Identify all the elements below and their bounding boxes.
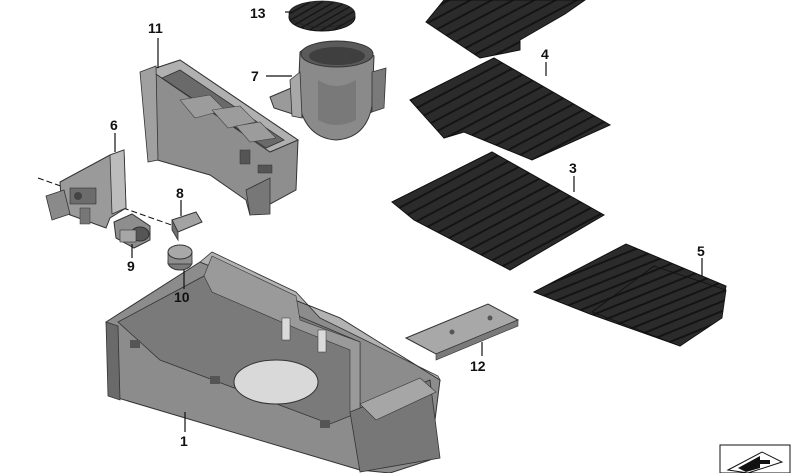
part-3-mat	[391, 151, 606, 271]
label-part-11: 11	[148, 20, 163, 36]
part-9-socket	[113, 213, 151, 249]
label-part-5: 5	[697, 243, 705, 259]
label-part-12: 12	[470, 358, 486, 374]
label-part-4: 4	[541, 46, 549, 62]
part-11-console-tray	[139, 59, 300, 216]
label-part-6: 6	[110, 117, 118, 133]
label-part-13: 13	[250, 5, 266, 21]
part-8-small-block	[171, 211, 203, 242]
mat-top-partial	[425, 0, 586, 59]
leader-lines	[114, 11, 703, 432]
part-number-labels: 13 11 7 6 8 9 10 1 4 3 5 12	[110, 5, 705, 449]
part-12-plate	[404, 303, 520, 361]
label-part-8: 8	[176, 185, 184, 201]
label-part-9: 9	[127, 258, 135, 274]
part-10-cap	[167, 244, 193, 271]
part-4-mat	[409, 57, 612, 161]
label-part-3: 3	[569, 160, 577, 176]
label-part-10: 10	[174, 289, 190, 305]
part-6-bracket	[37, 149, 181, 229]
part-7-cup-holder	[269, 40, 387, 141]
label-part-1: 1	[180, 433, 188, 449]
part-1-console-base	[105, 251, 441, 473]
label-part-7: 7	[251, 68, 259, 84]
arrow-navigation-icon	[719, 444, 791, 473]
part-5-mat	[532, 243, 727, 347]
part-13-round-mat	[288, 0, 356, 32]
